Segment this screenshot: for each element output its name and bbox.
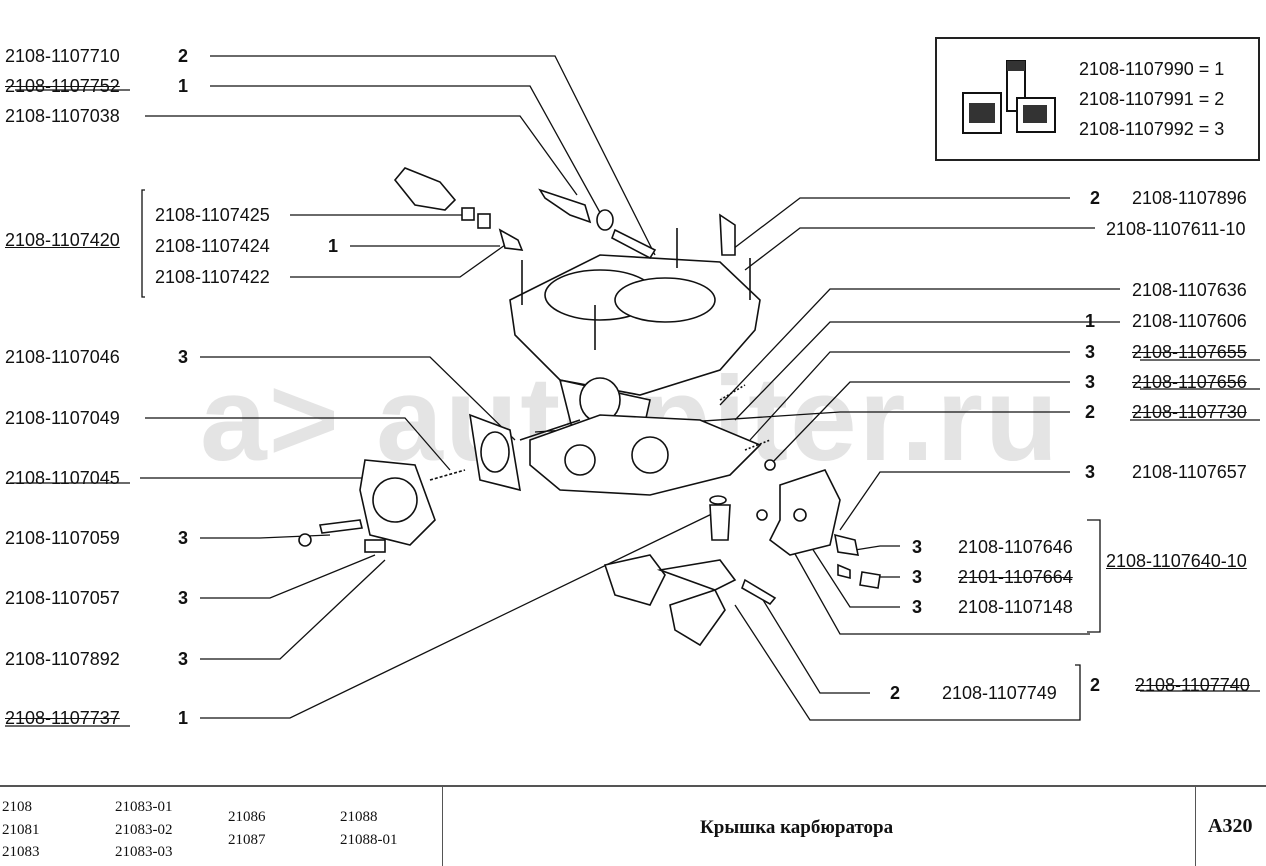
model-label: 21088-01	[340, 832, 398, 848]
model-label: 21083	[2, 844, 40, 860]
part-label: 2108-1107892	[5, 649, 120, 669]
part-label: 2108-1107896	[1132, 188, 1247, 208]
divider	[1195, 787, 1196, 866]
part-label: 2108-1107752	[5, 76, 120, 96]
part-label: 2101-1107664	[958, 567, 1073, 587]
part-label: 2108-1107057	[5, 588, 120, 608]
part-label: 2108-1107749	[942, 683, 1057, 703]
part-label: 2108-1107045	[5, 468, 120, 488]
part-label: 2108-1107737	[5, 708, 120, 728]
kit-legend-box: 2108-1107990 = 1 2108-1107991 = 2 2108-1…	[935, 37, 1260, 161]
model-label: 21081	[2, 822, 40, 838]
model-label: 21087	[228, 832, 266, 848]
part-label: 2108-1107656	[1132, 372, 1247, 392]
quantity-label: 2	[1090, 675, 1101, 695]
legend-item: 2108-1107992 = 3	[1079, 119, 1225, 139]
model-label: 21086	[228, 809, 266, 825]
part-label: 2108-1107038	[5, 106, 120, 126]
part-label: 2108-1107636	[1132, 280, 1247, 300]
part-label: 2108-1107730	[1132, 402, 1247, 422]
footer: 2108 21081 21083 21083-01 21083-02 21083…	[0, 785, 1266, 866]
part-label: 2108-1107059	[5, 528, 120, 548]
part-label: 2108-1107740	[1135, 675, 1250, 695]
part-label: 2108-1107640-10	[1106, 551, 1247, 571]
quantity-label: 1	[328, 236, 339, 256]
part-label: 2108-1107606	[1132, 311, 1247, 331]
quantity-label: 2	[178, 46, 189, 66]
part-label: 2108-1107046	[5, 347, 120, 367]
part-label: 2108-1107646	[958, 537, 1073, 557]
part-label: 2108-1107611-10	[1106, 219, 1246, 239]
divider	[442, 787, 443, 866]
legend-item: 2108-1107990 = 1	[1079, 59, 1225, 79]
quantity-label: 2	[1085, 402, 1096, 422]
model-label: 21088	[340, 809, 378, 825]
quantity-label: 3	[178, 347, 189, 367]
part-label: 2108-1107422	[155, 267, 270, 287]
kit-icon	[962, 60, 1056, 134]
part-label: 2108-1107657	[1132, 462, 1247, 482]
part-label: 2108-1107710	[5, 46, 120, 66]
model-label: 21083-02	[115, 822, 173, 838]
quantity-label: 3	[178, 588, 189, 608]
model-label: 21083-01	[115, 799, 173, 815]
quantity-label: 3	[912, 537, 923, 557]
model-label: 21083-03	[115, 844, 173, 860]
quantity-label: 2	[1090, 188, 1101, 208]
quantity-label: 3	[1085, 462, 1096, 482]
quantity-label: 1	[178, 708, 189, 728]
legend-item: 2108-1107991 = 2	[1079, 89, 1225, 109]
quantity-label: 3	[178, 528, 189, 548]
model-label: 2108	[2, 799, 32, 815]
quantity-label: 1	[178, 76, 189, 96]
part-label: 2108-1107049	[5, 408, 120, 428]
quantity-label: 1	[1085, 311, 1096, 331]
page-title: Крышка карбюратора	[700, 817, 894, 838]
page-code: A320	[1208, 815, 1253, 837]
quantity-label: 3	[1085, 372, 1096, 392]
part-label: 2108-1107655	[1132, 342, 1247, 362]
part-label: 2108-1107424	[155, 236, 270, 256]
part-label: 2108-1107420	[5, 230, 120, 250]
part-label: 2108-1107148	[958, 597, 1073, 617]
part-label: 2108-1107425	[155, 205, 270, 225]
quantity-label: 3	[912, 597, 923, 617]
quantity-label: 3	[1085, 342, 1096, 362]
quantity-label: 3	[912, 567, 923, 587]
carburetor-cover-drawing	[5, 55, 1260, 727]
quantity-label: 2	[890, 683, 901, 703]
quantity-label: 3	[178, 649, 189, 669]
